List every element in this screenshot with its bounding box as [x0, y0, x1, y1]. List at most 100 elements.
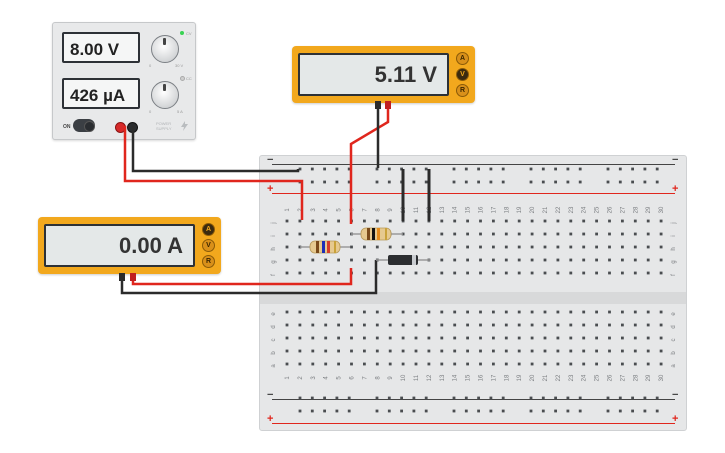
terminal-hole-top[interactable]: [659, 245, 663, 249]
terminal-hole-top[interactable]: [337, 232, 340, 236]
terminal-hole-top[interactable]: [517, 271, 521, 275]
rail-hole-bottom-negative[interactable]: [375, 396, 379, 400]
voltmeter-mode-v-button[interactable]: V: [456, 68, 469, 81]
terminal-hole-bottom[interactable]: [582, 349, 586, 353]
terminal-hole-top[interactable]: [543, 219, 547, 223]
terminal-hole-top[interactable]: [608, 245, 611, 249]
voltmeter-black-probe[interactable]: [375, 101, 381, 109]
terminal-hole-bottom[interactable]: [363, 310, 366, 314]
terminal-hole-bottom[interactable]: [608, 349, 611, 353]
terminal-hole-bottom[interactable]: [543, 310, 547, 314]
terminal-hole-bottom[interactable]: [621, 336, 624, 340]
supply-positive-wire[interactable]: [123, 126, 304, 188]
rail-hole-top-positive[interactable]: [412, 180, 416, 184]
terminal-hole-top[interactable]: [504, 232, 508, 236]
rail-hole-top-negative[interactable]: [501, 167, 505, 171]
voltmeter-mode-r-button[interactable]: R: [456, 84, 469, 97]
terminal-hole-top[interactable]: [363, 271, 366, 275]
rail-hole-bottom-negative[interactable]: [606, 396, 610, 400]
terminal-hole-top[interactable]: [595, 245, 598, 249]
terminal-hole-bottom[interactable]: [363, 323, 366, 327]
terminal-hole-bottom[interactable]: [337, 323, 340, 327]
terminal-hole-top[interactable]: [427, 232, 431, 236]
terminal-hole-top[interactable]: [492, 271, 495, 275]
resistor-2[interactable]: [351, 227, 403, 241]
terminal-hole-bottom[interactable]: [414, 310, 418, 314]
terminal-hole-top[interactable]: [324, 219, 328, 223]
resistor-1[interactable]: [300, 240, 350, 254]
ammeter-mode-v-button[interactable]: V: [202, 239, 215, 252]
terminal-hole-top[interactable]: [595, 219, 598, 223]
terminal-hole-top[interactable]: [479, 219, 482, 223]
rail-hole-top-negative[interactable]: [387, 167, 391, 171]
terminal-hole-top[interactable]: [608, 219, 611, 223]
terminal-hole-bottom[interactable]: [530, 362, 534, 366]
rail-hole-top-positive[interactable]: [452, 180, 456, 184]
terminal-hole-top[interactable]: [530, 245, 534, 249]
terminal-hole-bottom[interactable]: [479, 336, 482, 340]
rail-hole-top-negative[interactable]: [529, 167, 533, 171]
rail-hole-top-negative[interactable]: [452, 167, 456, 171]
terminal-hole-bottom[interactable]: [633, 310, 637, 314]
terminal-hole-top[interactable]: [324, 232, 328, 236]
rail-hole-top-positive[interactable]: [643, 180, 647, 184]
terminal-hole-bottom[interactable]: [479, 323, 482, 327]
terminal-hole-top[interactable]: [311, 232, 315, 236]
terminal-hole-top[interactable]: [285, 219, 289, 223]
terminal-hole-bottom[interactable]: [453, 336, 457, 340]
terminal-hole-bottom[interactable]: [311, 349, 315, 353]
terminal-hole-bottom[interactable]: [504, 310, 508, 314]
voltage-knob[interactable]: [151, 35, 179, 63]
terminal-hole-bottom[interactable]: [311, 323, 315, 327]
terminal-hole-bottom[interactable]: [608, 336, 611, 340]
terminal-hole-bottom[interactable]: [659, 323, 663, 327]
terminal-hole-bottom[interactable]: [324, 323, 328, 327]
rail-hole-top-negative[interactable]: [566, 167, 570, 171]
rail-hole-top-positive[interactable]: [501, 180, 505, 184]
terminal-hole-bottom[interactable]: [363, 336, 366, 340]
rail-hole-bottom-negative[interactable]: [554, 396, 557, 400]
terminal-hole-bottom[interactable]: [285, 336, 289, 340]
terminal-hole-top[interactable]: [311, 219, 315, 223]
terminal-hole-top[interactable]: [298, 219, 302, 223]
rail-hole-bottom-negative[interactable]: [298, 396, 302, 400]
terminal-hole-bottom[interactable]: [659, 349, 663, 353]
terminal-hole-bottom[interactable]: [582, 362, 586, 366]
rail-hole-bottom-positive[interactable]: [477, 409, 480, 413]
terminal-hole-top[interactable]: [621, 258, 624, 262]
terminal-hole-bottom[interactable]: [646, 362, 650, 366]
rail-hole-bottom-negative[interactable]: [541, 396, 545, 400]
terminal-hole-bottom[interactable]: [285, 349, 289, 353]
terminal-hole-bottom[interactable]: [595, 362, 598, 366]
terminal-hole-top[interactable]: [556, 219, 560, 223]
terminal-hole-bottom[interactable]: [453, 310, 457, 314]
terminal-hole-top[interactable]: [569, 232, 573, 236]
terminal-hole-bottom[interactable]: [530, 323, 534, 327]
rail-hole-top-negative[interactable]: [655, 167, 659, 171]
terminal-hole-top[interactable]: [543, 232, 547, 236]
terminal-hole-bottom[interactable]: [298, 323, 302, 327]
terminal-hole-top[interactable]: [517, 219, 521, 223]
terminal-hole-top[interactable]: [621, 232, 624, 236]
rail-hole-top-negative[interactable]: [464, 167, 468, 171]
terminal-hole-top[interactable]: [569, 219, 573, 223]
terminal-hole-bottom[interactable]: [517, 323, 521, 327]
terminal-hole-bottom[interactable]: [492, 349, 495, 353]
terminal-hole-top[interactable]: [388, 271, 392, 275]
terminal-hole-bottom[interactable]: [492, 310, 495, 314]
rail-hole-bottom-negative[interactable]: [412, 396, 416, 400]
terminal-hole-bottom[interactable]: [337, 336, 340, 340]
terminal-hole-bottom[interactable]: [517, 310, 521, 314]
terminal-hole-top[interactable]: [530, 271, 534, 275]
rail-hole-bottom-positive[interactable]: [606, 409, 610, 413]
terminal-hole-bottom[interactable]: [324, 310, 328, 314]
terminal-hole-top[interactable]: [646, 258, 650, 262]
terminal-hole-bottom[interactable]: [337, 310, 340, 314]
terminal-hole-bottom[interactable]: [440, 349, 444, 353]
terminal-hole-bottom[interactable]: [659, 336, 663, 340]
terminal-hole-top[interactable]: [621, 271, 624, 275]
terminal-hole-top[interactable]: [659, 219, 663, 223]
terminal-hole-top[interactable]: [479, 232, 482, 236]
terminal-hole-top[interactable]: [659, 271, 663, 275]
